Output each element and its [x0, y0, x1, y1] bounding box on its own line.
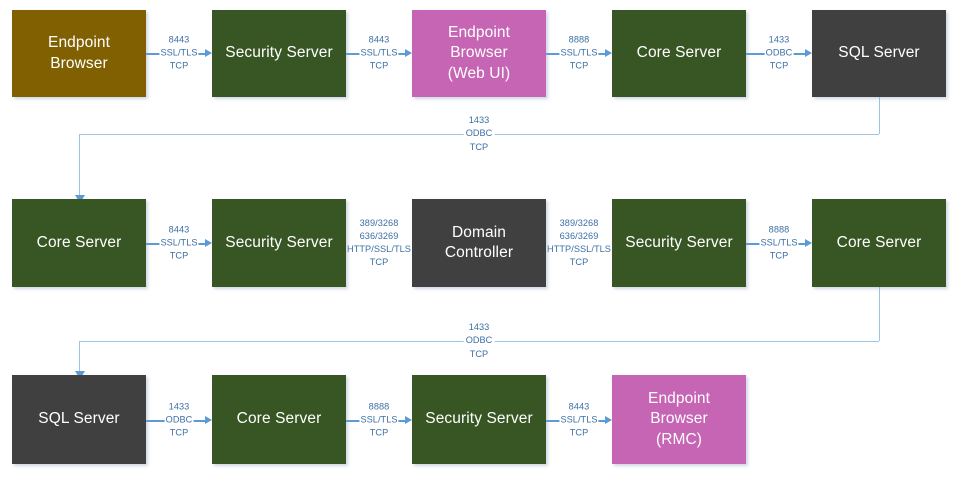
connector-arrowhead	[604, 49, 612, 58]
node-r1-n3[interactable]: Endpoint Browser (Web UI)	[412, 10, 546, 97]
connector-arrowhead	[404, 416, 412, 425]
route-segment-vertical-end	[79, 134, 81, 196]
node-r3-n2[interactable]: Core Server	[212, 375, 346, 464]
node-label: Core Server	[836, 233, 922, 251]
connector-arrowhead	[404, 49, 412, 58]
node-label: Security Server	[225, 233, 333, 251]
node-r2-n2[interactable]: Security Server	[212, 199, 346, 287]
connector-line	[346, 243, 405, 245]
node-r1-n4[interactable]: Core Server	[612, 10, 746, 97]
node-r2-n5[interactable]: Core Server	[812, 199, 946, 287]
connector-line	[546, 420, 605, 422]
connector-line	[146, 243, 205, 245]
node-label: Security Server	[425, 410, 533, 428]
connector-arrowhead	[804, 239, 812, 248]
node-r2-n4[interactable]: Security Server	[612, 199, 746, 287]
connector-arrowhead	[204, 49, 212, 58]
node-r3-n3[interactable]: Security Server	[412, 375, 546, 464]
connector-line	[546, 53, 605, 55]
connector-line	[146, 420, 205, 422]
connector-arrowhead	[204, 416, 212, 425]
connector-line	[146, 53, 205, 55]
node-r1-n5[interactable]: SQL Server	[812, 10, 946, 97]
connector-line	[346, 420, 405, 422]
node-r2-n3[interactable]: Domain Controller	[412, 199, 546, 287]
connector-arrowhead	[604, 416, 612, 425]
connector-arrowhead	[204, 239, 212, 248]
connector-line	[546, 243, 605, 245]
node-label: Endpoint Browser	[48, 34, 110, 72]
route-segment-vertical-start	[879, 97, 881, 134]
node-label: Core Server	[236, 410, 322, 428]
node-label: Security Server	[225, 44, 333, 62]
node-label: SQL Server	[38, 410, 120, 428]
route-segment-vertical-start	[879, 287, 881, 341]
route-segment-horizontal	[79, 341, 879, 343]
node-r3-n4[interactable]: Endpoint Browser (RMC)	[612, 375, 746, 464]
node-r3-n1[interactable]: SQL Server	[12, 375, 146, 464]
node-label: Core Server	[36, 233, 122, 251]
connector-line	[746, 243, 805, 245]
node-label: Security Server	[625, 233, 733, 251]
node-label: Domain Controller	[444, 223, 514, 261]
node-label: Endpoint Browser (Web UI)	[447, 23, 511, 82]
connector-arrowhead	[404, 239, 412, 248]
node-label: Core Server	[636, 44, 722, 62]
connector-arrowhead	[604, 239, 612, 248]
node-label: Endpoint Browser (RMC)	[648, 389, 710, 448]
connector-line	[746, 53, 805, 55]
node-r2-n1[interactable]: Core Server	[12, 199, 146, 287]
connector-line	[346, 53, 405, 55]
node-r1-n1[interactable]: Endpoint Browser	[12, 10, 146, 97]
node-label: SQL Server	[838, 44, 920, 62]
node-r1-n2[interactable]: Security Server	[212, 10, 346, 97]
connector-arrowhead	[804, 49, 812, 58]
route-segment-vertical-end	[79, 341, 81, 372]
